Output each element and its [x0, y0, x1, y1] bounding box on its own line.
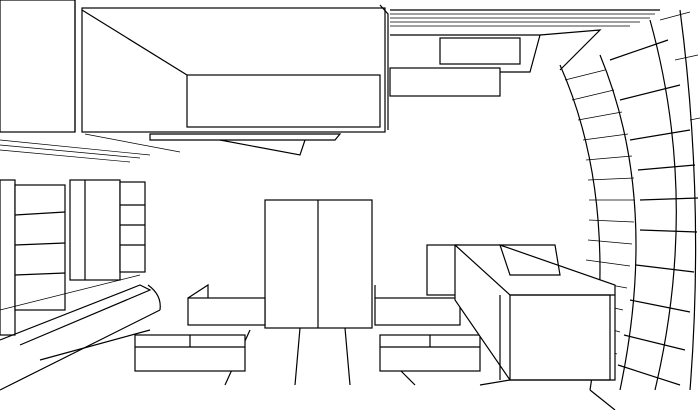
- right-ottoman: [379, 334, 481, 372]
- left-sofa: [187, 283, 266, 326]
- tall-cabinet: [264, 199, 373, 329]
- curved-glass-wall: [559, 9, 700, 391]
- floor-lines: [0, 309, 616, 410]
- ceiling-soffit: [81, 4, 389, 156]
- left-shelving: [0, 139, 161, 346]
- left-wall-block: [0, 0, 76, 133]
- right-sofa: [374, 285, 461, 326]
- ceiling-right: [389, 9, 660, 97]
- kitchen-island: [454, 244, 616, 386]
- left-ottoman: [134, 334, 246, 372]
